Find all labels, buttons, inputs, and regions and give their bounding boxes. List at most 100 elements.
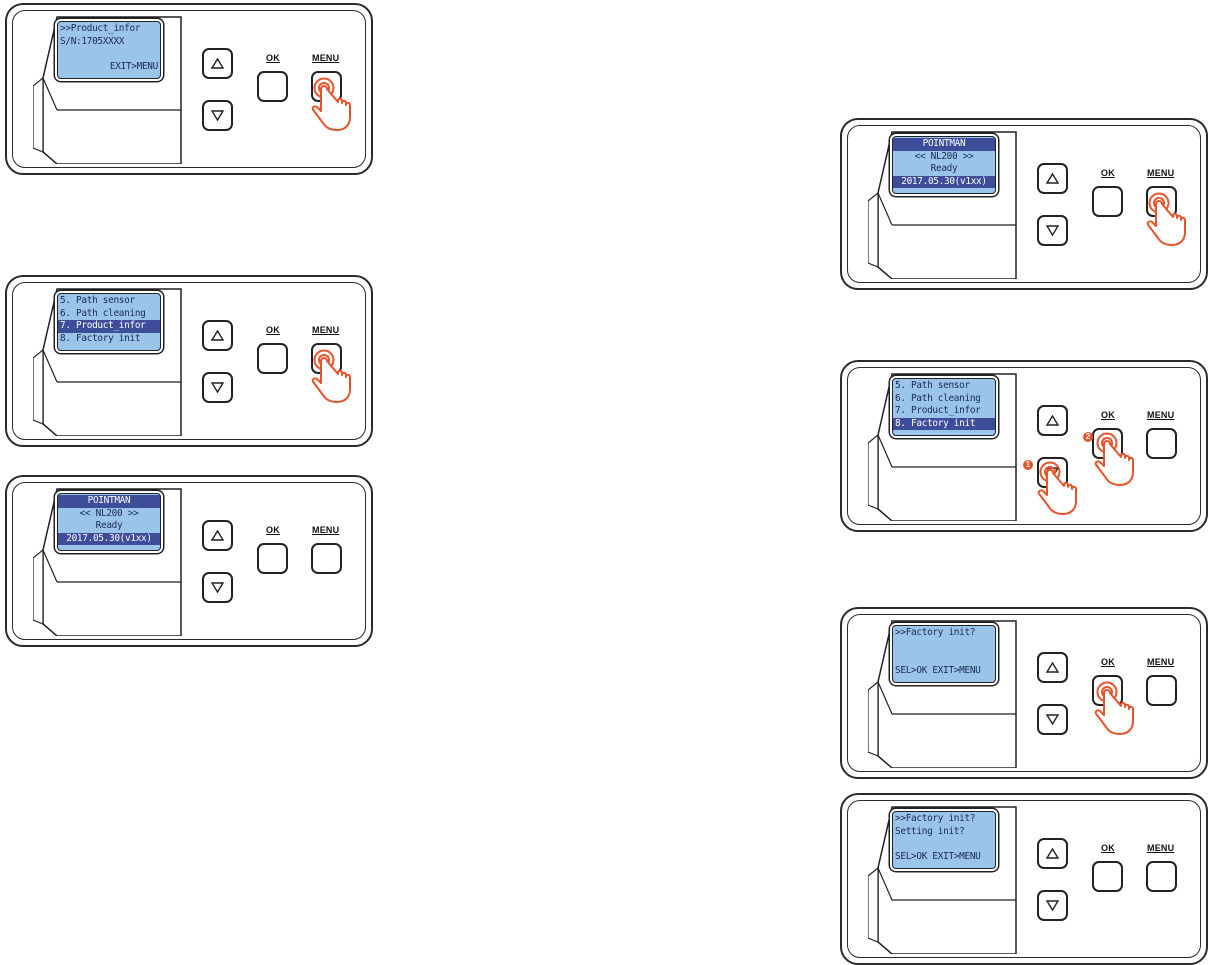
lcd-line-2: << NL200 >> [79,507,139,519]
panel-menu-product: 5. Path sensor 6. Path cleaning 7. Produ… [5,275,373,447]
menu-button[interactable] [1146,428,1177,459]
lcd-line-1: >>Product_infor [60,23,141,34]
lcd-screen: >>Product_infor S/N:1705XXXX EXIT>MENU [57,21,161,79]
lcd-line-4: EXIT>MENU [109,60,158,72]
lcd-line-3: Ready [930,163,958,175]
lcd-line-3-selected: 7. Product_infor [58,320,160,333]
triangle-up-icon [1045,172,1060,184]
ok-button[interactable] [1092,186,1123,217]
up-button[interactable] [1037,163,1068,194]
lcd-line-3 [60,48,158,61]
lcd-line-3 [895,652,993,665]
lcd-line-2: S/N:1705XXXX [60,35,125,47]
display-bezel: POINTMAN << NL200 >> Ready 2017.05.30(v1… [33,484,183,636]
menu-button[interactable] [311,71,342,102]
menu-button[interactable] [311,343,342,374]
triangle-up-icon [210,529,225,541]
down-button[interactable] [1037,215,1068,246]
ok-label: OK [1101,410,1115,420]
ok-button[interactable] [257,543,288,574]
menu-label: MENU [312,53,340,63]
ok-button[interactable] [1092,675,1123,706]
triangle-up-icon [1045,847,1060,859]
down-button[interactable] [202,572,233,603]
ok-button[interactable] [257,71,288,102]
lcd-line-1: POINTMAN [893,138,995,151]
lcd-line-1: >>Factory init? [895,627,976,638]
menu-label: MENU [1147,657,1175,667]
up-button[interactable] [202,320,233,351]
lcd-line-3 [895,838,993,851]
lcd-line-2: 6. Path cleaning [895,392,981,404]
display-bezel: >>Product_infor S/N:1705XXXX EXIT>MENU [33,12,183,164]
panel-ready-left: POINTMAN << NL200 >> Ready 2017.05.30(v1… [5,475,373,647]
lcd-line-3: 7. Product_infor [895,405,981,417]
triangle-down-icon [1045,225,1060,237]
triangle-up-icon [210,57,225,69]
ok-button[interactable] [257,343,288,374]
triangle-down-icon [210,382,225,394]
triangle-down-icon [210,110,225,122]
lcd-line-1: 5. Path sensor [60,295,135,306]
panel-menu-factory: 5. Path sensor 6. Path cleaning 7. Produ… [840,360,1208,532]
up-button[interactable] [1037,838,1068,869]
display-bezel: >>Factory init? Setting init? SEL>OK EXI… [868,802,1018,954]
up-button[interactable] [202,48,233,79]
step-1-badge: 1 [1023,460,1033,470]
triangle-down-icon [210,582,225,594]
lcd-screen: 5. Path sensor 6. Path cleaning 7. Produ… [57,293,161,351]
down-button[interactable] [1037,457,1068,488]
down-button[interactable] [202,100,233,131]
lcd-line-4: 2017.05.30(v1xx) [58,532,160,546]
down-button[interactable] [202,372,233,403]
ok-label: OK [1101,843,1115,853]
menu-button[interactable] [1146,186,1177,217]
lcd-screen: >>Factory init? SEL>OK EXIT>MENU [892,625,996,683]
menu-label: MENU [312,325,340,335]
lcd-line-4: SEL>OK EXIT>MENU [895,664,981,676]
lcd-line-2 [895,640,993,653]
panel-setting-confirm: >>Factory init? Setting init? SEL>OK EXI… [840,793,1208,965]
ok-label: OK [266,525,280,535]
menu-button[interactable] [1146,675,1177,706]
lcd-line-2: << NL200 >> [914,150,974,162]
panel-ready-right: POINTMAN << NL200 >> Ready 2017.05.30(v1… [840,118,1208,290]
up-button[interactable] [202,520,233,551]
lcd-line-2: Setting init? [895,825,965,837]
ok-button[interactable] [1092,861,1123,892]
menu-label: MENU [1147,843,1175,853]
menu-label: MENU [1147,410,1175,420]
ok-label: OK [266,325,280,335]
lcd-line-1: >>Factory init? [895,813,976,824]
step-2-badge: 2 [1083,432,1093,442]
menu-label: MENU [312,525,340,535]
lcd-screen: 5. Path sensor 6. Path cleaning 7. Produ… [892,378,996,436]
lcd-line-3: Ready [95,520,123,532]
triangle-up-icon [1045,661,1060,673]
triangle-up-icon [1045,414,1060,426]
lcd-screen: POINTMAN << NL200 >> Ready 2017.05.30(v1… [57,493,161,551]
display-bezel: >>Factory init? SEL>OK EXIT>MENU [868,616,1018,768]
display-bezel: 5. Path sensor 6. Path cleaning 7. Produ… [33,284,183,436]
panel-product-info: >>Product_infor S/N:1705XXXX EXIT>MENU O… [5,3,373,175]
display-bezel: POINTMAN << NL200 >> Ready 2017.05.30(v1… [868,127,1018,279]
menu-button[interactable] [311,543,342,574]
triangle-down-icon [1045,714,1060,726]
display-bezel: 5. Path sensor 6. Path cleaning 7. Produ… [868,369,1018,521]
lcd-line-2: 6. Path cleaning [60,307,146,319]
ok-button[interactable] [1092,428,1123,459]
up-button[interactable] [1037,405,1068,436]
up-button[interactable] [1037,652,1068,683]
lcd-screen: >>Factory init? Setting init? SEL>OK EXI… [892,811,996,869]
triangle-down-icon [1045,467,1060,479]
lcd-line-4: SEL>OK EXIT>MENU [895,850,981,862]
ok-label: OK [266,53,280,63]
lcd-line-1: POINTMAN [58,495,160,508]
lcd-line-4: 2017.05.30(v1xx) [893,175,995,189]
menu-button[interactable] [1146,861,1177,892]
ok-label: OK [1101,168,1115,178]
panel-factory-confirm: >>Factory init? SEL>OK EXIT>MENU OK MENU [840,607,1208,779]
down-button[interactable] [1037,890,1068,921]
down-button[interactable] [1037,704,1068,735]
lcd-screen: POINTMAN << NL200 >> Ready 2017.05.30(v1… [892,136,996,194]
